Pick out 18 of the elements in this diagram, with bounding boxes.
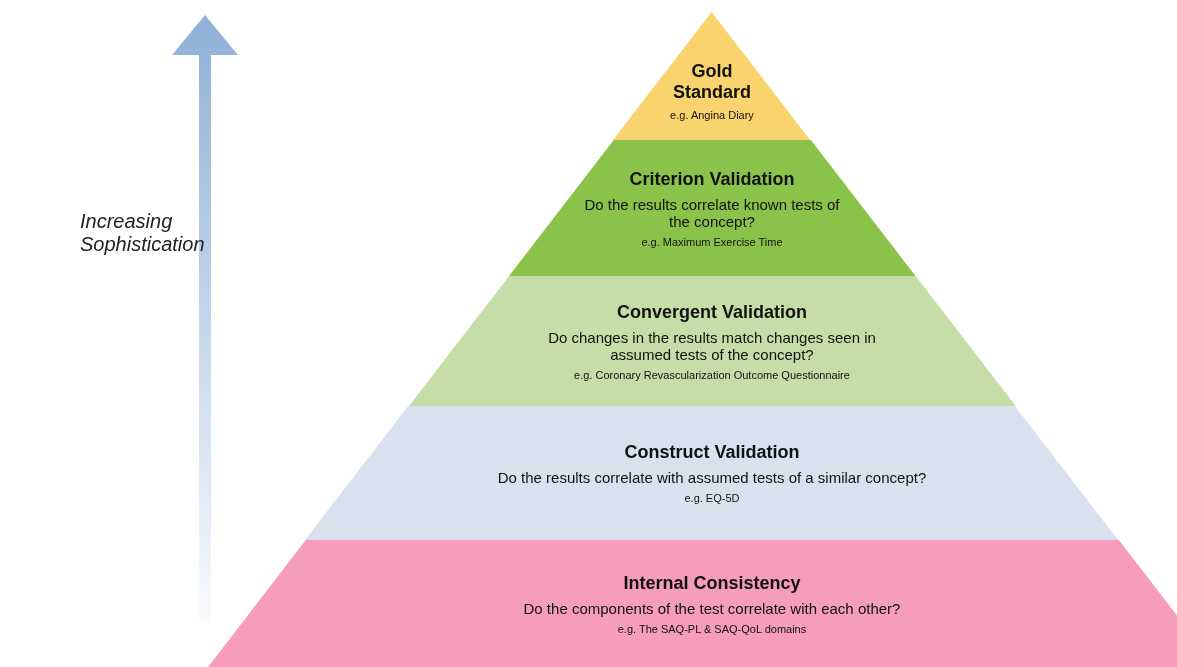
- pyramid-tier: [305, 406, 1119, 540]
- tier-heading: Internal Consistency: [623, 572, 801, 594]
- tier-question: Do changes in the results match changes seen in assumed tests of the concept?: [547, 328, 877, 363]
- tier-heading: Construct Validation: [624, 442, 800, 463]
- tier-heading: Criterion Validation: [629, 168, 795, 190]
- tier-heading: Convergent Validation: [616, 301, 807, 323]
- tier-example: e.g. The SAQ-PL & SAQ-QoL domains: [617, 622, 807, 635]
- tier-question: Do the results correlate with assumed tests of a similar concept?: [497, 469, 927, 486]
- pyramid-tier: [508, 140, 916, 276]
- tier-heading: Gold Standard: [671, 61, 752, 103]
- tier-question: Do the results correlate known tests of the concept?: [583, 195, 841, 230]
- tier-example: e.g. Coronary Revascularization Outcome Questionnaire: [574, 368, 850, 381]
- tier-example: e.g. Maximum Exercise Time: [641, 235, 783, 248]
- pyramid-tier: [408, 276, 1016, 406]
- tier-example: e.g. Angina Diary: [670, 109, 754, 121]
- tier-example: e.g. EQ-5D: [684, 492, 740, 504]
- tier-question: Do the components of the test correlate with each other?: [523, 599, 901, 617]
- pyramid-tier: [207, 540, 1177, 667]
